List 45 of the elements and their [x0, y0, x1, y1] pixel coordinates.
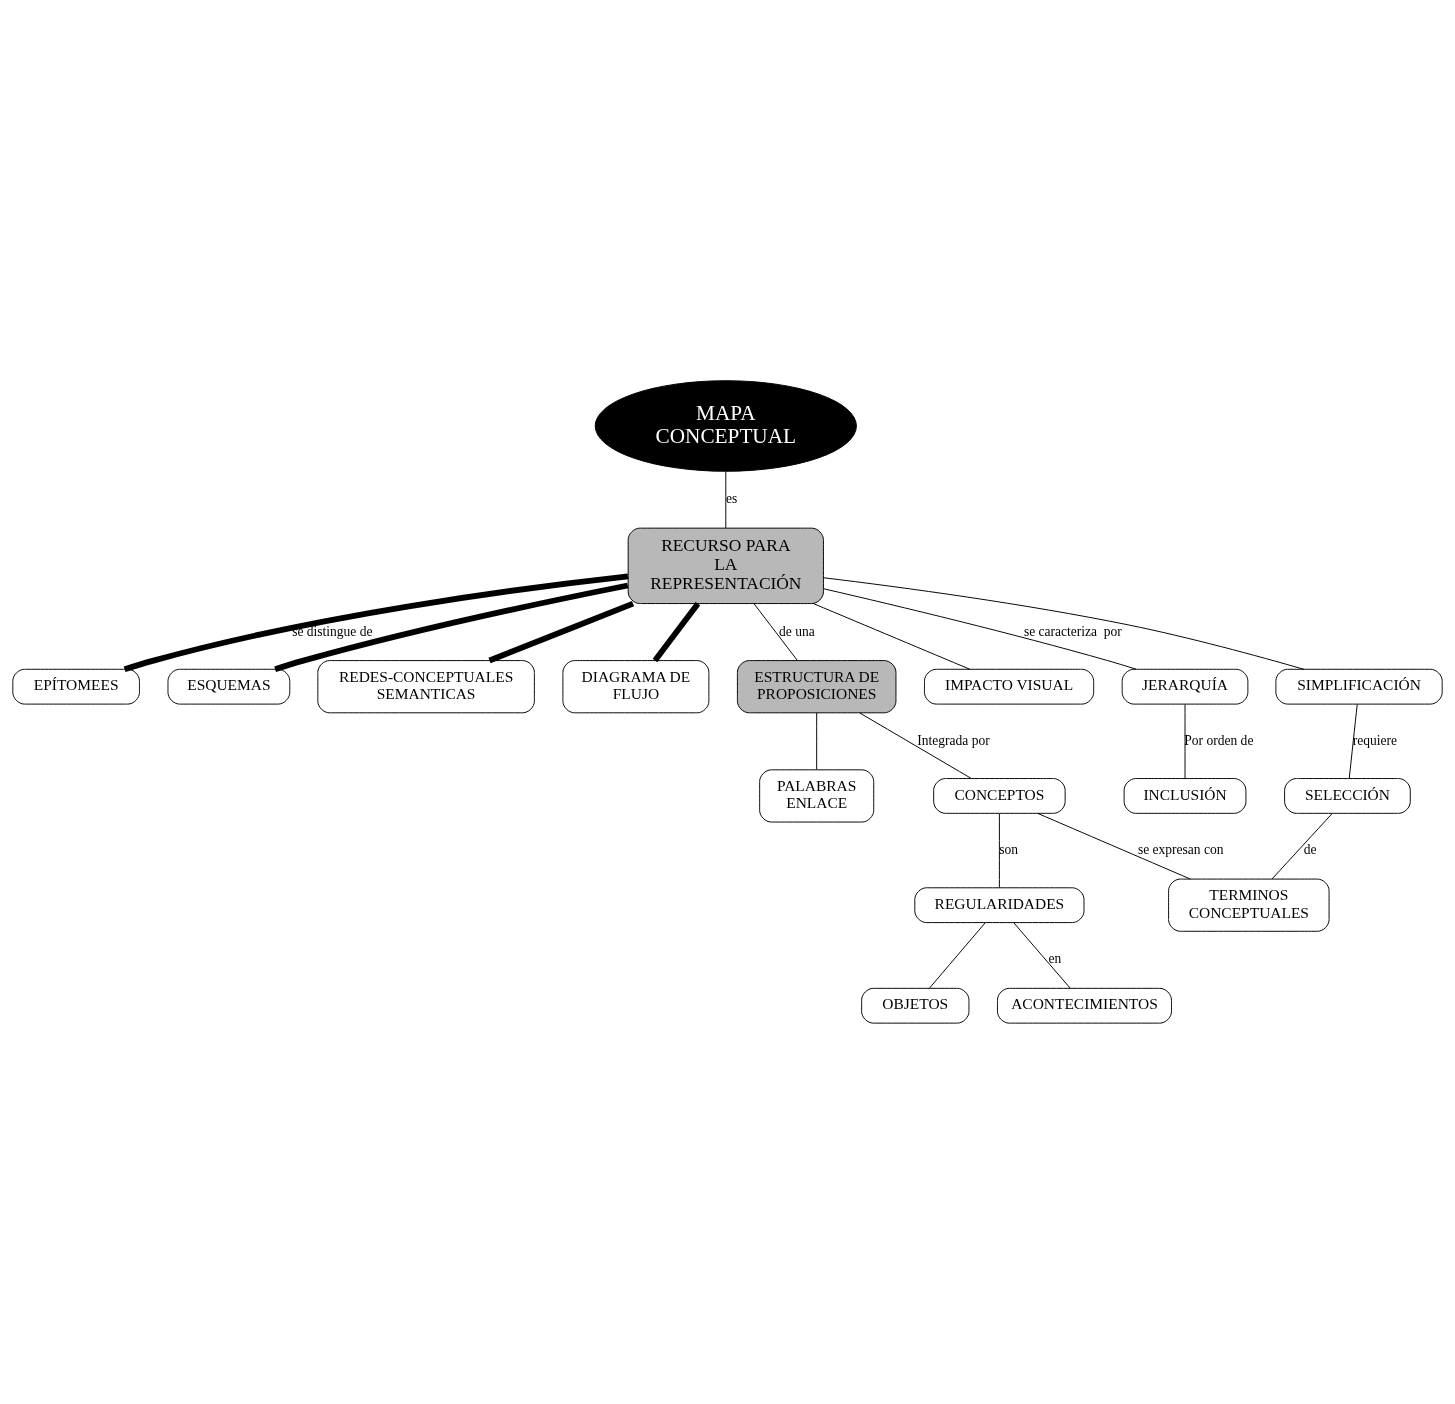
connector — [1184, 703, 1186, 779]
node-box: TERMINOS CONCEPTUALES — [1168, 878, 1330, 932]
connector — [1037, 812, 1191, 880]
edge-label: de una — [779, 623, 815, 639]
connector — [274, 582, 629, 673]
node-box: RECURSO PARA LA REPRESENTACIÓN — [627, 527, 824, 605]
connector — [123, 573, 629, 672]
node-box: ESTRUCTURA DE PROPOSICIONES — [736, 660, 897, 714]
connector — [859, 712, 972, 779]
connector — [816, 712, 818, 771]
node-box: JERARQUÍA — [1121, 668, 1249, 705]
node-box: SIMPLIFICACIÓN — [1275, 668, 1443, 705]
node-box: REGULARIDADES — [914, 887, 1085, 924]
connector — [813, 603, 971, 670]
connector — [488, 600, 635, 664]
edge-label: en — [1048, 951, 1062, 967]
connector — [725, 470, 727, 529]
node-box: OBJETOS — [861, 987, 970, 1024]
edge-label: Por orden de — [1184, 732, 1254, 748]
edge-label: requiere — [1352, 732, 1398, 748]
node-box: INCLUSIÓN — [1123, 778, 1247, 814]
node-box: REDES-CONCEPTUALES SEMANTICAS — [317, 660, 535, 714]
node-box: CONCEPTOS — [933, 778, 1066, 814]
connector — [822, 577, 1305, 670]
edge-label: es — [725, 491, 738, 507]
node-box: SELECCIÓN — [1284, 778, 1411, 814]
node-box: EPÍTOMEES — [12, 668, 140, 705]
connector — [652, 602, 701, 663]
node-box: PALABRAS ENLACE — [759, 769, 875, 823]
connector — [1013, 922, 1071, 989]
edge-label: de — [1303, 842, 1317, 858]
connector — [998, 813, 1000, 889]
node-box: ESQUEMAS — [167, 668, 291, 705]
node-box: IMPACTO VISUAL — [924, 668, 1095, 705]
edge-label: se expresan con — [1137, 842, 1224, 858]
connector — [928, 922, 986, 989]
node-box: ACONTECIMIENTOS — [997, 987, 1172, 1024]
connector — [1348, 703, 1358, 779]
connector — [1271, 813, 1333, 880]
connector — [753, 603, 798, 661]
edge-label: se caracteriza por — [1023, 623, 1122, 639]
edge-label: Integrada por — [917, 732, 990, 748]
node-ellipse: MAPA CONCEPTUAL — [594, 380, 857, 472]
connector — [823, 588, 1137, 670]
node-box: DIAGRAMA DE FLUJO — [562, 660, 710, 714]
